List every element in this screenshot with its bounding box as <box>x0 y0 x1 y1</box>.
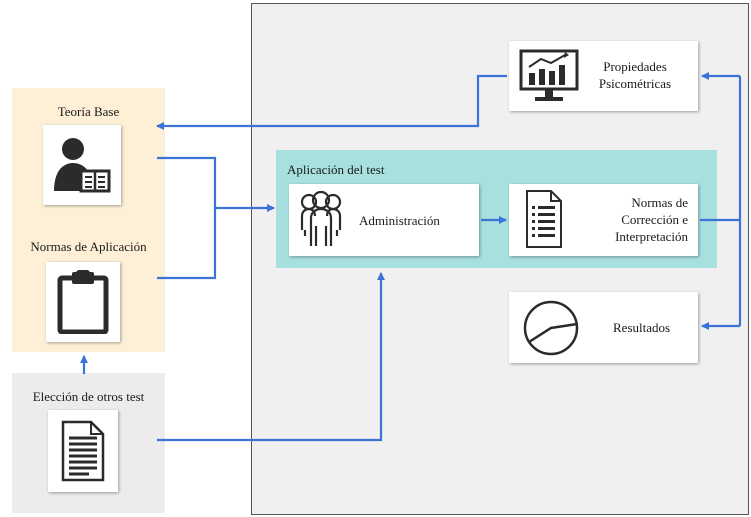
scoring-norms-label-3: Interpretación <box>615 229 688 244</box>
test-choice-card <box>48 410 118 492</box>
pie-chart-icon <box>523 300 579 356</box>
document-icon <box>61 420 105 482</box>
results-card: Resultados <box>509 292 698 363</box>
administration-label: Administración <box>359 213 440 228</box>
psychometric-properties-label-1: Propiedades <box>603 59 667 74</box>
theory-label: Teoría Base <box>57 104 120 119</box>
theory-card <box>43 125 121 205</box>
psychometric-properties-label-2: Psicométricas <box>598 76 672 91</box>
application-norms-card <box>46 262 120 342</box>
application-norms-label: Normas de Aplicación <box>30 239 147 254</box>
reader-icon <box>54 138 111 193</box>
test-application-title: Aplicación del test <box>287 162 385 177</box>
scoring-norms-label-2: Corrección e <box>621 212 688 227</box>
results-label: Resultados <box>613 320 671 335</box>
scoring-norms-label-1: Normas de <box>631 195 688 210</box>
administration-card: Administración <box>289 184 479 256</box>
group-icon <box>300 190 342 246</box>
checklist-icon <box>526 190 562 248</box>
choice-to-administration-connector <box>157 272 385 442</box>
psychometric-properties-card: Propiedades Psicométricas <box>509 41 698 111</box>
monitor-chart-icon <box>519 49 579 101</box>
properties-to-theory-connector <box>156 74 507 130</box>
test-choice-label: Elección de otros test <box>32 389 145 404</box>
foundation-bracket-connector <box>157 156 217 280</box>
scoring-norms-card: Normas de Corrección e Interpretación <box>509 184 698 256</box>
clipboard-icon <box>57 270 109 334</box>
